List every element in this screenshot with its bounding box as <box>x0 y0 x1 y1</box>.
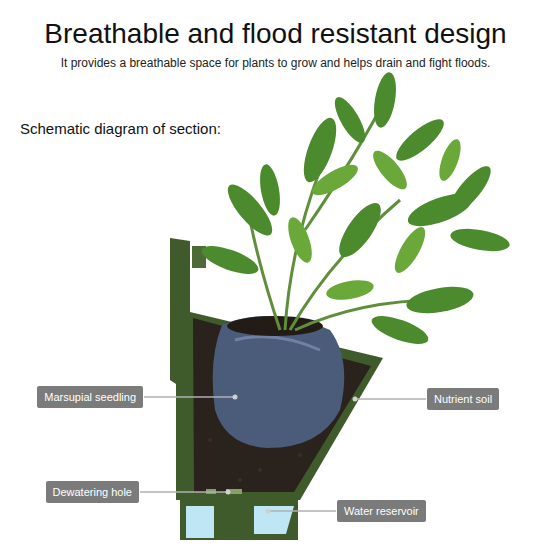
planter-wall <box>170 238 383 500</box>
callout-box: Nutrient soil <box>427 388 499 410</box>
seedling-bag <box>213 316 345 448</box>
callout-text: Marsupial seedling <box>44 390 136 404</box>
section-heading: Schematic diagram of section: <box>20 120 221 137</box>
planter-base <box>180 496 298 540</box>
reservoir-chamber <box>254 506 294 534</box>
dewatering-hole <box>226 489 242 494</box>
callout-text: Dewatering hole <box>53 485 133 499</box>
reservoir-chamber <box>186 506 214 538</box>
leader-dot <box>226 395 358 514</box>
callout-text: Water reservoir <box>344 504 419 518</box>
plant-leaf <box>198 71 511 350</box>
callout-box: Dewatering hole <box>46 481 140 503</box>
bag-highlight <box>235 337 320 350</box>
page-title: Breathable and flood resistant design <box>0 18 551 50</box>
callout-box: Water reservoir <box>337 500 426 522</box>
plant-stem <box>250 90 440 330</box>
callout-box: Marsupial seedling <box>37 386 143 408</box>
subtitle: It provides a breathable space for plant… <box>0 56 551 70</box>
callout-text: Nutrient soil <box>434 392 492 406</box>
plant-leaf <box>283 137 465 303</box>
leader-line <box>140 397 426 511</box>
